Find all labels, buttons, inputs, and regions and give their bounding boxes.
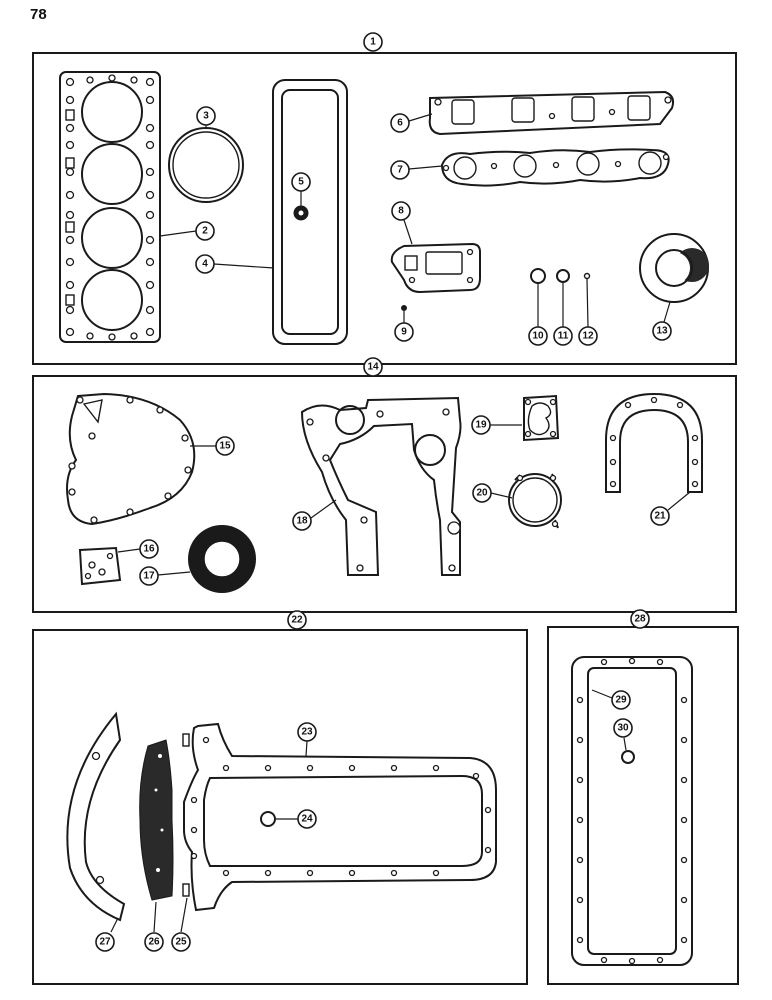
group-box-28 [547, 626, 739, 985]
callout-27-label: 27 [99, 937, 111, 948]
page-number: 78 [30, 6, 47, 23]
callout-10: 10 [528, 326, 548, 346]
oil-pan-gasket [183, 722, 497, 912]
callout-8: 8 [391, 201, 411, 221]
callout-17-label: 17 [143, 571, 155, 582]
callout-14-label: 14 [367, 362, 379, 373]
callout-9: 9 [394, 322, 414, 342]
callout-5: 5 [291, 172, 311, 192]
callout-24-label: 24 [301, 814, 313, 825]
callout-10-label: 10 [532, 331, 544, 342]
callout-23-label: 23 [301, 727, 313, 738]
callout-29-label: 29 [615, 695, 627, 706]
callout-7: 7 [390, 160, 410, 180]
callout-11: 11 [553, 326, 573, 346]
callout-29: 29 [611, 690, 631, 710]
small-washer-12 [583, 272, 591, 280]
callout-15: 15 [215, 436, 235, 456]
callout-12: 12 [578, 326, 598, 346]
callout-24: 24 [297, 809, 317, 829]
callout-5-label: 5 [298, 177, 304, 188]
group-box-1 [32, 52, 737, 365]
callout-25-label: 25 [175, 937, 187, 948]
callout-17: 17 [139, 566, 159, 586]
callout-30: 30 [613, 718, 633, 738]
rear-seal-half-27 [66, 711, 126, 922]
valve-cover-gasket [272, 79, 348, 345]
callout-20: 20 [472, 483, 492, 503]
intake-manifold-gasket [428, 90, 675, 136]
callout-11-label: 11 [558, 331, 569, 342]
callout-30-label: 30 [617, 723, 629, 734]
callout-15-label: 15 [219, 441, 231, 452]
callout-2: 2 [195, 221, 215, 241]
crankshaft-seal-17 [188, 525, 256, 593]
leader-lines [110, 113, 691, 933]
callout-9-label: 9 [401, 327, 407, 338]
callout-28: 28 [630, 609, 650, 629]
grommet [293, 205, 309, 221]
callout-3: 3 [196, 106, 216, 126]
callout-13-label: 13 [656, 326, 668, 337]
callout-4-label: 4 [202, 259, 208, 270]
callout-1-label: 1 [370, 37, 376, 48]
callout-12-label: 12 [582, 331, 594, 342]
callout-1: 1 [363, 32, 383, 52]
callout-18-label: 18 [296, 516, 308, 527]
thermostat-housing-gasket [390, 242, 481, 294]
callout-3-label: 3 [203, 111, 209, 122]
o-ring-30 [621, 750, 635, 764]
oil-pan-gasket-29 [571, 656, 693, 966]
callout-6-label: 6 [397, 118, 403, 129]
callout-16-label: 16 [143, 544, 155, 555]
oil-seal-13 [639, 233, 709, 303]
callout-6: 6 [390, 113, 410, 133]
callout-4: 4 [195, 254, 215, 274]
small-washer-9 [401, 305, 407, 311]
callout-22-label: 22 [291, 615, 303, 626]
callout-25: 25 [171, 932, 191, 952]
o-ring-10 [530, 268, 546, 284]
callout-20-label: 20 [476, 488, 488, 499]
callout-22: 22 [287, 610, 307, 630]
liner-seal-ring [168, 127, 244, 203]
timing-cover-gasket [66, 392, 196, 526]
callout-27: 27 [95, 932, 115, 952]
callout-2-label: 2 [202, 226, 208, 237]
end-pad-upper [182, 733, 190, 747]
callout-18: 18 [292, 511, 312, 531]
callout-7-label: 7 [397, 165, 403, 176]
exhaust-manifold-gasket [440, 148, 670, 187]
group-box-22 [32, 629, 528, 985]
callout-23: 23 [297, 722, 317, 742]
callout-26-label: 26 [148, 937, 160, 948]
callout-13: 13 [652, 321, 672, 341]
rear-seal-retainer-gasket [605, 392, 703, 493]
callout-8-label: 8 [398, 206, 404, 217]
callout-21-label: 21 [654, 511, 666, 522]
callout-19-label: 19 [475, 420, 487, 431]
o-ring-11 [556, 269, 570, 283]
o-ring-24 [260, 811, 276, 827]
cover-plate-gasket [78, 546, 122, 586]
callout-21: 21 [650, 506, 670, 526]
end-pad-lower [182, 883, 190, 897]
callout-28-label: 28 [634, 614, 646, 625]
callout-26: 26 [144, 932, 164, 952]
cork-seal-26 [139, 739, 174, 901]
callout-14: 14 [363, 357, 383, 377]
group-box-14 [32, 375, 737, 613]
front-plate-gasket [300, 396, 462, 576]
callout-19: 19 [471, 415, 491, 435]
water-pump-gasket-19 [523, 394, 560, 442]
pump-housing-gasket-20 [508, 473, 562, 529]
cylinder-head-gasket [59, 71, 161, 343]
callout-16: 16 [139, 539, 159, 559]
